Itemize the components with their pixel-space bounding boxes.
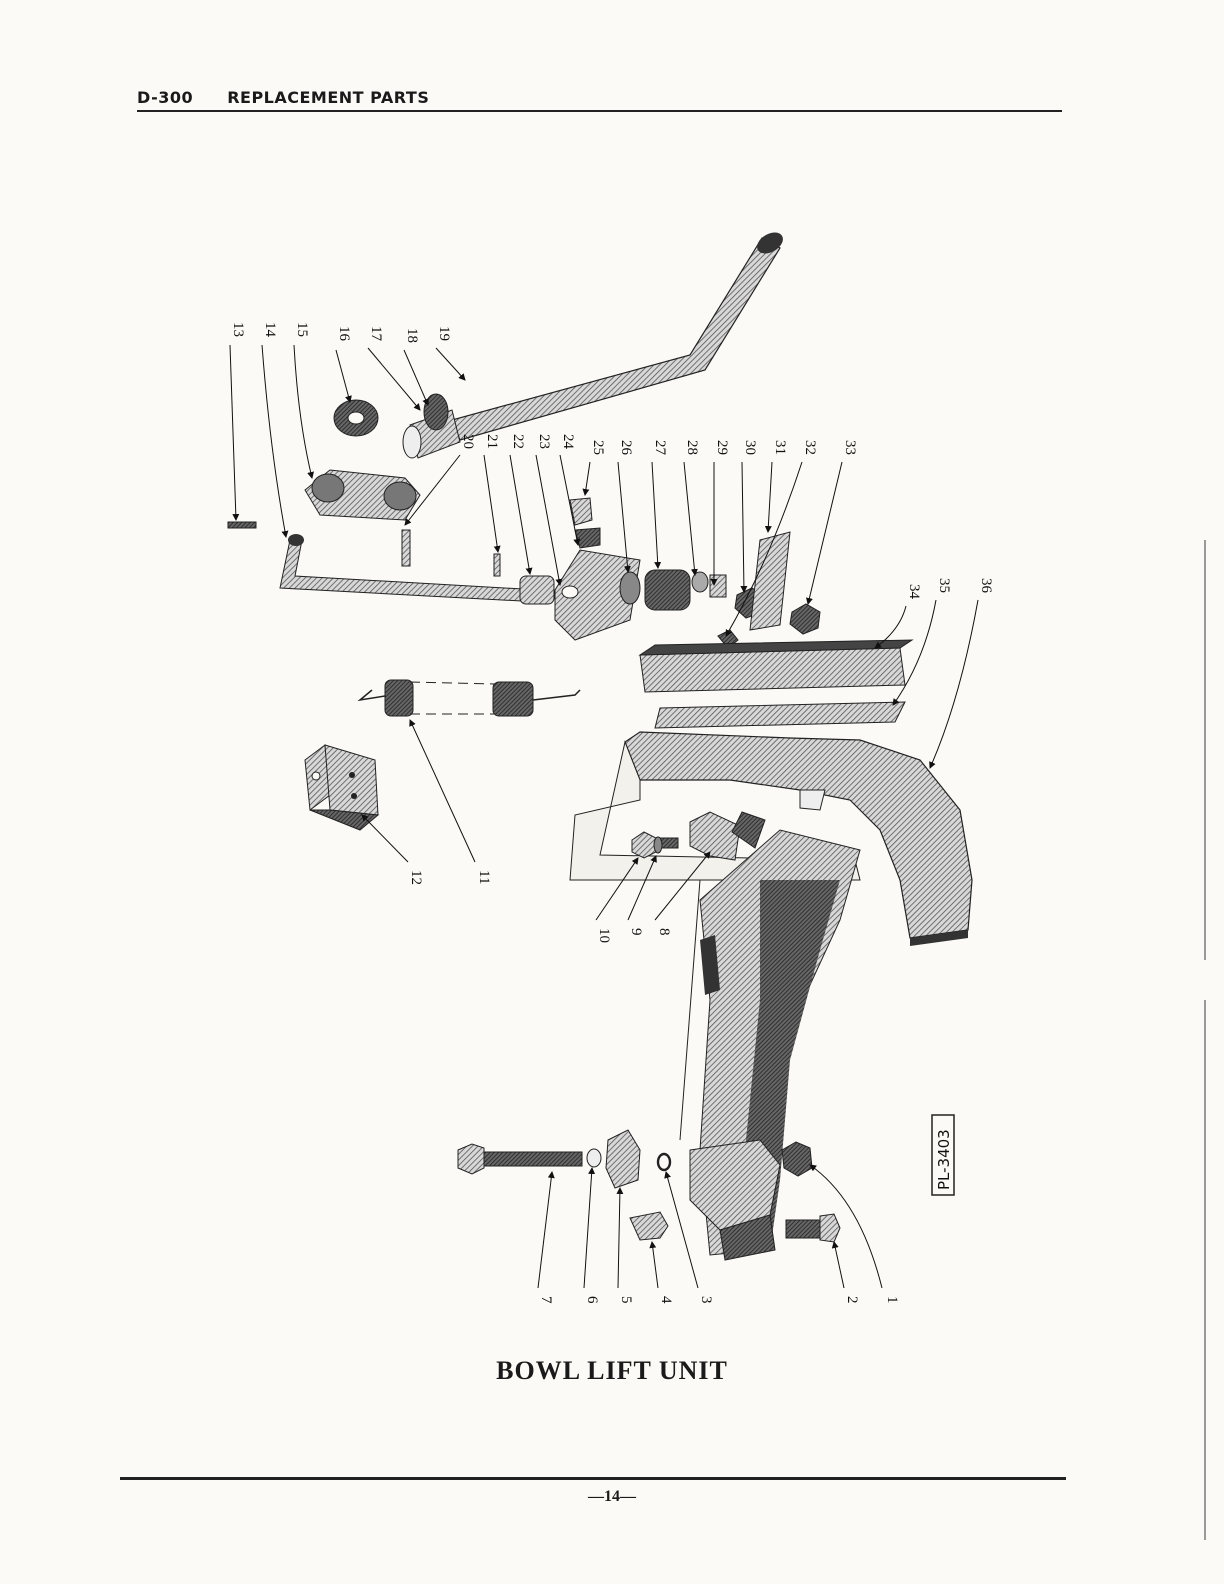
callout-10: 10	[596, 928, 612, 943]
callout-21: 21	[484, 434, 500, 449]
callout-27: 27	[652, 440, 668, 456]
callout-2: 2	[844, 1296, 860, 1304]
callout-28: 28	[684, 440, 700, 455]
callout-1: 1	[884, 1296, 900, 1304]
callout-9: 9	[628, 928, 644, 936]
callout-11: 11	[476, 870, 492, 884]
callout-19: 19	[436, 326, 452, 341]
scan-edge-mark	[1204, 1000, 1206, 1540]
spring-assembly-part	[620, 570, 726, 610]
lock-washer-part	[575, 528, 600, 548]
callout-14: 14	[262, 322, 278, 338]
crank-shaft-part	[280, 534, 554, 604]
callout-20: 20	[460, 434, 476, 449]
callout-34: 34	[906, 584, 922, 600]
tension-spring-part	[360, 680, 580, 716]
shim-strip-part	[655, 702, 905, 728]
long-bolt-part	[458, 1144, 582, 1174]
callout-7: 7	[538, 1296, 554, 1304]
pin-part	[402, 530, 410, 566]
bolt-part	[632, 832, 678, 858]
angle-bracket-part	[305, 745, 378, 830]
callout-29: 29	[714, 440, 730, 455]
callout-6: 6	[584, 1296, 600, 1304]
block-part	[606, 1130, 640, 1188]
callout-5: 5	[618, 1296, 634, 1304]
footer-rule	[120, 1477, 1066, 1480]
callout-16: 16	[336, 326, 352, 342]
callout-3: 3	[698, 1296, 714, 1304]
callout-4: 4	[658, 1296, 674, 1304]
callout-31: 31	[772, 440, 788, 455]
nut-part	[782, 1142, 812, 1176]
link-bracket-part	[305, 470, 420, 520]
pin-part	[494, 554, 500, 576]
callout-13: 13	[230, 322, 246, 337]
plate-number: PL-3403	[935, 1129, 953, 1190]
scan-edge-mark	[1204, 540, 1206, 960]
wear-bar-part	[640, 640, 912, 692]
nut-part	[790, 604, 820, 634]
washer-part	[587, 1149, 601, 1167]
callout-32: 32	[802, 440, 818, 455]
callout-23: 23	[536, 434, 552, 449]
callout-33: 33	[842, 440, 858, 455]
callout-22: 22	[510, 434, 526, 449]
callout-36: 36	[978, 578, 994, 594]
washer-part	[334, 400, 378, 436]
lock-washer-part	[658, 1154, 670, 1170]
callout-35: 35	[936, 578, 952, 593]
callout-12: 12	[408, 870, 424, 885]
page-number: —14—	[0, 1488, 1224, 1506]
callout-30: 30	[742, 440, 758, 455]
callout-8: 8	[656, 928, 672, 936]
lever-handle-part	[403, 228, 787, 458]
callout-15: 15	[294, 322, 310, 337]
callout-25: 25	[590, 440, 606, 455]
callout-26: 26	[618, 440, 634, 456]
figure-title: BOWL LIFT UNIT	[0, 1356, 1224, 1386]
callout-24: 24	[560, 434, 576, 450]
plug-part	[630, 1212, 668, 1240]
callout-18: 18	[404, 328, 420, 343]
plate-number-box: PL-3403	[932, 1115, 954, 1195]
cap-screw-part	[786, 1214, 840, 1242]
block-part	[690, 812, 740, 860]
callout-17: 17	[368, 326, 384, 342]
pin-part	[228, 522, 256, 528]
